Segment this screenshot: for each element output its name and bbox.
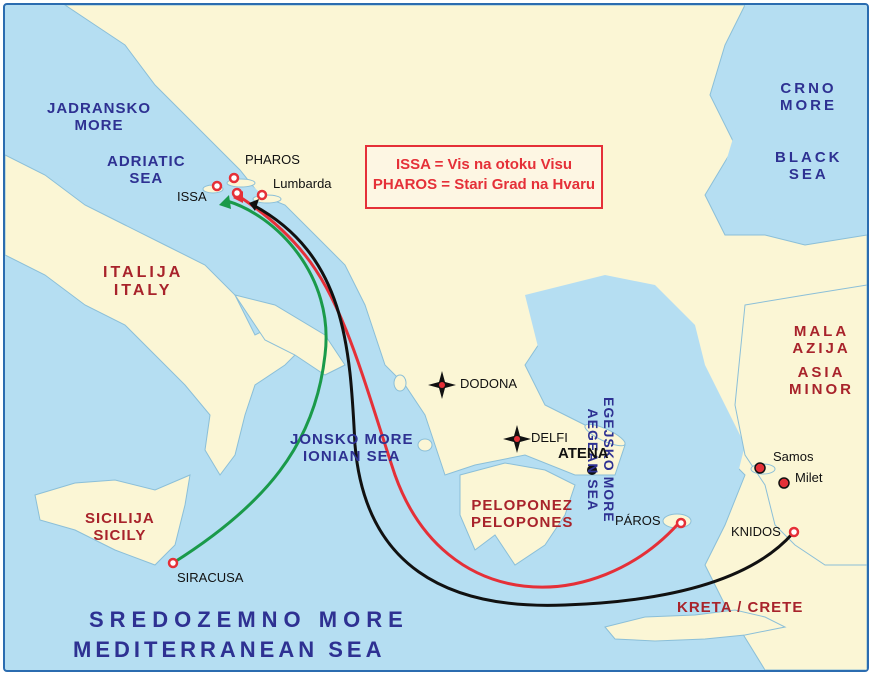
label-lumbarda: Lumbarda [273, 176, 332, 191]
land-crete [604, 609, 787, 642]
label-issa: ISSA [177, 189, 207, 204]
sea-aegean [525, 275, 745, 565]
island-ionian-1 [393, 374, 407, 392]
label-black-hr: CRNO MORE [780, 80, 837, 115]
label-milet: Milet [795, 470, 823, 485]
label-samos: Samos [773, 449, 814, 464]
label-med-en: MEDITERRANEAN SEA [73, 637, 386, 662]
sea-adriatic [20, 30, 345, 305]
marker-paros [675, 517, 687, 529]
label-sicily-hr: SICILIJA [85, 510, 155, 527]
star-delfi-icon [503, 425, 531, 453]
city-markers [167, 172, 800, 569]
label-adriatic-en-2: SEA [129, 170, 164, 188]
label-italy-en: ITALY [113, 282, 173, 300]
land-peloponnese [459, 462, 576, 566]
arrow-green [219, 195, 231, 209]
land-sicily [34, 474, 191, 566]
marker-milet [778, 477, 790, 489]
marker-knidos [788, 526, 800, 538]
label-adriatic-en-1: ADRIATIC [107, 153, 186, 170]
map-frame: ISSA = Vis na otoku Visu PHAROS = Stari … [3, 3, 869, 672]
label-adriatic-en: ADRIATIC SEA [107, 153, 186, 188]
label-atena: ATENA [558, 445, 609, 462]
label-asia-1: MALA [793, 323, 850, 340]
label-ionian-en: IONIAN SEA [303, 448, 401, 466]
label-black-en-2: SEA [788, 166, 829, 184]
label-pharos: PHAROS [245, 152, 300, 167]
label-sicily-en: SICILY [93, 527, 147, 545]
label-asia-minor: MALA AZIJA ASIA MINOR [789, 323, 854, 398]
marker-atena [587, 465, 597, 475]
label-adriatic-hr-2: MORE [74, 117, 124, 135]
land-asia-minor [734, 284, 867, 566]
label-ionian: JONSKO MORE IONIAN SEA [290, 431, 414, 466]
label-delfi: DELFI [531, 430, 568, 445]
label-dodona: DODONA [460, 376, 518, 391]
map-canvas [5, 5, 867, 670]
route-paros-pharos [236, 193, 680, 589]
marker-siracusa [167, 557, 179, 569]
marker-lumbarda [256, 189, 268, 201]
label-peloponnese: PELOPONEZ PELOPONES [471, 497, 573, 532]
marker-issa [211, 180, 223, 192]
label-black-hr-1: CRNO [780, 80, 837, 97]
label-sicily: SICILIJA SICILY [85, 510, 155, 545]
label-med-hr: SREDOZEMNO MORE [89, 607, 409, 632]
land-balkans [64, 5, 867, 670]
label-adriatic-hr-1: JADRANSKO [47, 100, 152, 117]
land-italy-heel [233, 294, 346, 376]
label-siracusa: SIRACUSA [177, 570, 244, 585]
label-italy: ITALIJA ITALY [103, 264, 183, 301]
route-siracusa-issa [172, 199, 328, 565]
marker-pharos [228, 172, 240, 184]
star-dodona-icon [428, 371, 456, 399]
label-asia-3: ASIA [797, 363, 846, 381]
label-black-en: BLACK SEA [775, 149, 843, 184]
label-adriatic-hr: JADRANSKO MORE [47, 100, 151, 135]
island-ionian-2 [417, 438, 433, 452]
arrow-black [249, 199, 259, 211]
island-euboea [584, 423, 626, 447]
label-black-en-1: BLACK [775, 149, 843, 166]
marker-hvar [231, 187, 243, 199]
label-asia-4: MINOR [789, 380, 854, 398]
label-paros: PÁROS [615, 513, 661, 528]
label-italy-hr: ITALIJA [103, 264, 184, 281]
land-italy [5, 154, 306, 476]
label-crete: KRETA / CRETE [677, 599, 804, 616]
label-pelop-en: PELOPONES [471, 514, 574, 532]
marker-samos [754, 462, 766, 474]
legend-line-2: PHAROS = Stari Grad na Hvaru [372, 176, 596, 193]
label-ionian-hr: JONSKO MORE [290, 431, 414, 448]
label-knidos: KNIDOS [731, 524, 781, 539]
sea-black [725, 5, 867, 230]
label-asia-2: AZIJA [792, 340, 851, 358]
label-black-hr-2: MORE [780, 97, 837, 115]
route-knidos-lumbarda [252, 203, 795, 607]
legend-box: ISSA = Vis na otoku Visu PHAROS = Stari … [365, 145, 603, 209]
legend-line-1: ISSA = Vis na otoku Visu [395, 156, 573, 173]
label-pelop-hr: PELOPONEZ [471, 497, 573, 514]
